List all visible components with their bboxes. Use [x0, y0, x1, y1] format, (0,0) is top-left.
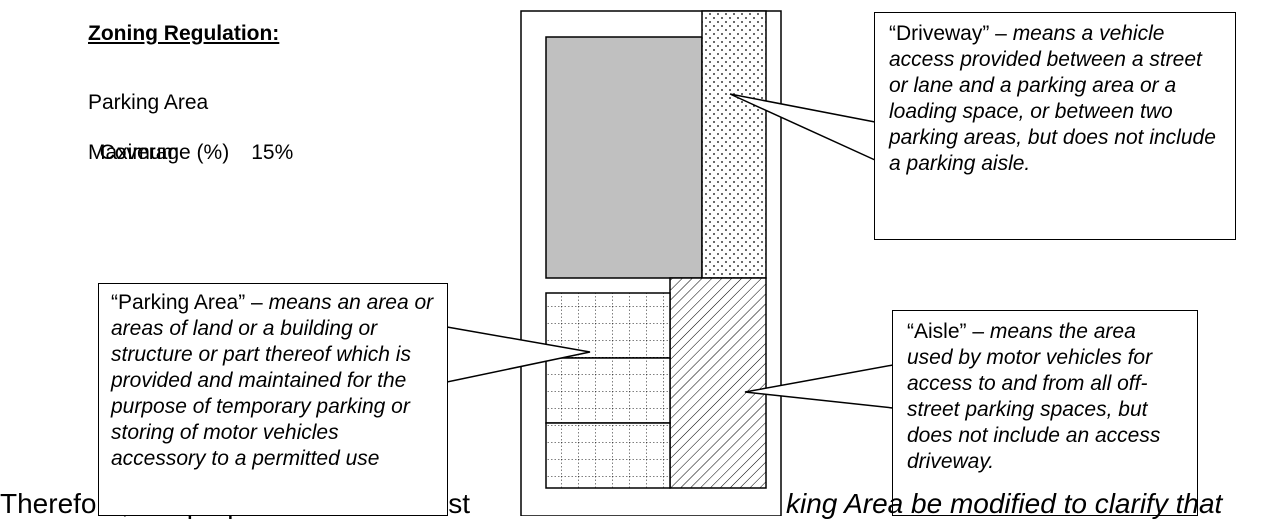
zoning-regulation-heading: Zoning Regulation: — [88, 22, 280, 45]
aisle-term: “Aisle” – — [907, 320, 990, 343]
bottom-paragraph-right: king Area be modified to clarify that — [786, 488, 1222, 520]
parking-area-definition: means an area or areas of land or a buil… — [111, 291, 434, 470]
parking-space — [545, 422, 671, 489]
regulation-line-parking-area: Parking Area — [88, 91, 209, 114]
aisle-callout: “Aisle” – means the area used by motor v… — [892, 310, 1198, 516]
driveway-area — [701, 10, 767, 279]
coverage-value: 15% — [251, 141, 294, 164]
driveway-term: “Driveway” – — [889, 22, 1013, 45]
regulation-line-maximum: Maximum — [88, 141, 180, 164]
coverage-label: Coverage (%) — [99, 141, 230, 164]
parking-space — [545, 357, 671, 424]
aisle-definition: means the area used by motor vehicles fo… — [907, 320, 1161, 473]
bottom-paragraph-right-text: king Area be modified to clarify that — [786, 488, 1223, 519]
parking-area-term: “Parking Area” – — [111, 291, 269, 314]
driveway-callout: “Driveway” – means a vehicle access prov… — [874, 12, 1236, 240]
regulation-line-coverage: Coverage (%) 15% — [88, 115, 294, 165]
parking-area-callout: “Parking Area” – means an area or areas … — [98, 283, 448, 516]
driveway-definition: means a vehicle access provided between … — [889, 22, 1216, 175]
building-footprint — [545, 36, 703, 279]
aisle-area — [669, 277, 767, 489]
